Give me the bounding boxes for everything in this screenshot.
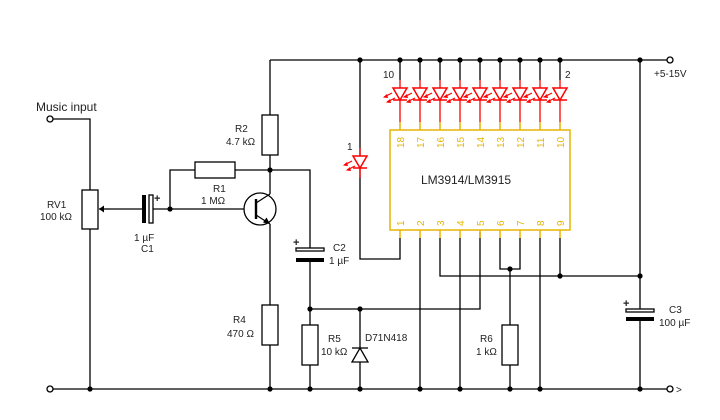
rv1-value: 100 kΩ xyxy=(40,212,72,223)
led-bank-3 xyxy=(523,80,549,110)
r6-resistor xyxy=(501,324,519,366)
c1-plus-sign: + xyxy=(154,193,160,205)
c2-wires xyxy=(270,169,311,389)
led-1-label: 1 xyxy=(347,142,353,153)
c1-ref: C1 xyxy=(141,244,154,255)
transistor-q1 xyxy=(243,192,277,226)
r1-resistor xyxy=(194,161,236,179)
c3-ref: C3 xyxy=(669,305,682,316)
led-bank-4 xyxy=(503,80,529,110)
c3-plus-sign: + xyxy=(623,298,629,310)
c2-plate-negative xyxy=(296,258,324,262)
r1-value: 1 MΩ xyxy=(201,196,226,207)
signal-node-wire xyxy=(310,232,481,310)
ic-pin-10: 10 xyxy=(556,136,567,148)
ic-pin-13: 13 xyxy=(496,136,507,148)
junction-c3 xyxy=(637,273,643,279)
junction-r6 xyxy=(507,266,513,272)
r2-resistor xyxy=(261,114,279,156)
led-bank-2 xyxy=(543,80,569,110)
r4-resistor xyxy=(261,304,279,346)
r5-resistor xyxy=(301,324,319,366)
c3-plate-negative xyxy=(626,317,654,321)
junction-base xyxy=(167,206,173,212)
ic-pin-16: 16 xyxy=(436,136,447,148)
ic-pin-14: 14 xyxy=(476,136,487,148)
led-bank-5 xyxy=(483,80,509,110)
ic-bottom-pins: 1 2 3 4 5 6 7 8 9 xyxy=(396,220,567,238)
ic-pin-6: 6 xyxy=(496,220,507,226)
led-1 xyxy=(343,148,369,178)
junction-led1-supply xyxy=(357,57,363,63)
ground-terminal xyxy=(666,385,674,393)
r5-value: 10 kΩ xyxy=(321,347,348,358)
ic-pin-18: 18 xyxy=(396,136,407,148)
ic-pin-3: 3 xyxy=(436,220,447,226)
r6-ref: R6 xyxy=(480,334,493,345)
ic-name: LM3914/LM3915 xyxy=(421,173,511,187)
led-bank-left-label: 10 xyxy=(383,70,395,81)
ic-pin-5: 5 xyxy=(476,220,487,226)
r2-ref: R2 xyxy=(235,124,248,135)
supply-label: +5-15V xyxy=(654,69,687,80)
ic-pin-8: 8 xyxy=(536,220,547,226)
rv1-ref: RV1 xyxy=(47,200,67,211)
r6-value: 1 kΩ xyxy=(476,347,497,358)
rv1-wiper-arrow xyxy=(99,205,104,213)
led-bank-6 xyxy=(463,80,489,110)
r4-value: 470 Ω xyxy=(227,329,254,340)
led-bank-10 xyxy=(383,80,409,110)
r5-ref: R5 xyxy=(328,334,341,345)
c2-plus-sign: + xyxy=(293,237,299,249)
ic-top-pins: 18 17 16 15 14 13 12 11 10 xyxy=(396,122,567,148)
ic-pin-9: 9 xyxy=(556,220,567,226)
c1-plate-positive xyxy=(148,194,154,224)
led-bank-8 xyxy=(423,80,449,110)
c3-value: 100 µF xyxy=(659,318,690,329)
ic-pin-1: 1 xyxy=(396,220,407,226)
ic-pin-4: 4 xyxy=(456,220,467,226)
led-bank xyxy=(383,60,569,122)
d7-ref: D71N418 xyxy=(365,333,408,344)
supply-terminal xyxy=(666,56,674,64)
led-bank-right-label: 2 xyxy=(565,70,571,81)
r2-value: 4.7 kΩ xyxy=(226,137,256,148)
junction-signal xyxy=(307,306,313,312)
c1-plate-negative xyxy=(142,195,146,223)
c2-plate-positive xyxy=(295,247,325,252)
ic-pin-17: 17 xyxy=(416,136,427,148)
music-input-terminal xyxy=(46,115,54,123)
ic-pin-2: 2 xyxy=(416,220,427,226)
junction-pin9 xyxy=(557,273,563,279)
c2-ref: C2 xyxy=(333,243,346,254)
c2-value: 1 µF xyxy=(329,256,349,267)
transistor-emitter-arrow xyxy=(263,217,270,224)
ic-pin-7: 7 xyxy=(516,220,527,226)
r4-ref: R4 xyxy=(233,315,246,326)
led-bank-7 xyxy=(443,80,469,110)
c1-value: 1 µF xyxy=(134,233,154,244)
c3-plate-positive xyxy=(625,308,655,313)
led-1-symbol xyxy=(343,148,369,178)
music-input-label: Music input xyxy=(36,100,97,114)
led-bank-9 xyxy=(403,80,429,110)
rv1-potentiometer xyxy=(81,189,99,230)
rv1-wires xyxy=(53,118,91,389)
r1-wires xyxy=(169,169,270,210)
ground-symbol: > xyxy=(676,385,682,396)
input-ground-terminal xyxy=(46,385,54,393)
ic-pin-12: 12 xyxy=(516,136,527,148)
rail-junctions xyxy=(87,57,643,392)
d7-diode xyxy=(350,346,370,363)
ic-pin-15: 15 xyxy=(456,136,467,148)
ic-pin-11: 11 xyxy=(536,137,547,148)
r1-ref: R1 xyxy=(213,184,226,195)
